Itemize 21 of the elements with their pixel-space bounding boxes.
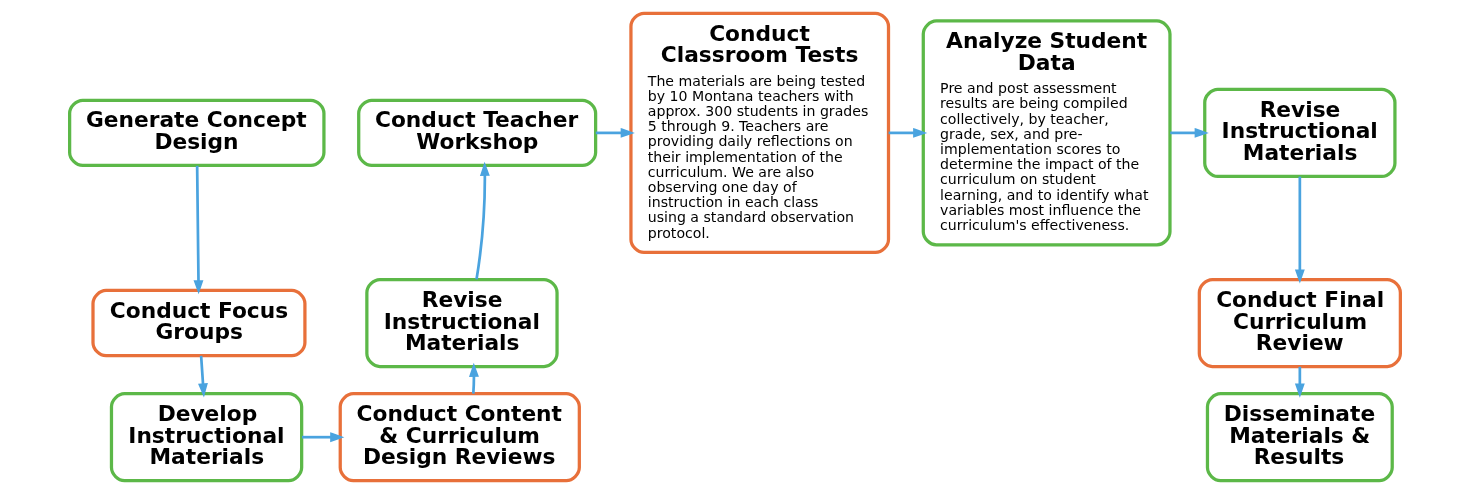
arrow	[1294, 366, 1305, 398]
arrow	[888, 127, 928, 138]
arrow	[595, 127, 635, 138]
node-box: Analyze Student Data Pre and post assessment results are being compiled collectively, by teacher, grade, sex, and pre-implementation scores to determine the impact of the curriculum on student learning, and to identify what variables most influence the curriculum's effectiveness.	[921, 18, 1172, 246]
node-box: Conduct Final Curriculum Review	[1197, 277, 1402, 368]
arrow	[193, 165, 204, 294]
node-box: Develop Instructional Materials	[109, 391, 304, 482]
node-box: Revise Instructional Materials	[1203, 87, 1397, 178]
node-box: Conduct Classroom Tests The materials are being tested by 10 Montana teachers with approx. 300 students in grades 5 through 9. Teachers are providing daily reflections on their implementation of the curriculum. We are also observing one day of instruction in each class using a standard observation protocol.	[629, 11, 891, 254]
arrow	[1294, 176, 1305, 284]
node-box: Conduct Teacher Workshop	[357, 98, 598, 167]
arrow	[1170, 127, 1209, 138]
arrow	[198, 355, 208, 397]
arrow	[302, 431, 345, 442]
node-box: Conduct Content & Curriculum Design Reviews	[338, 391, 581, 482]
node-box: Generate Concept Design	[68, 98, 326, 167]
node-box: Revise Instructional Materials	[365, 277, 559, 368]
node-box: Conduct Focus Groups	[91, 288, 307, 357]
arrow	[475, 161, 490, 280]
node-box: Disseminate Materials & Results	[1205, 391, 1394, 482]
arrow	[469, 362, 479, 394]
